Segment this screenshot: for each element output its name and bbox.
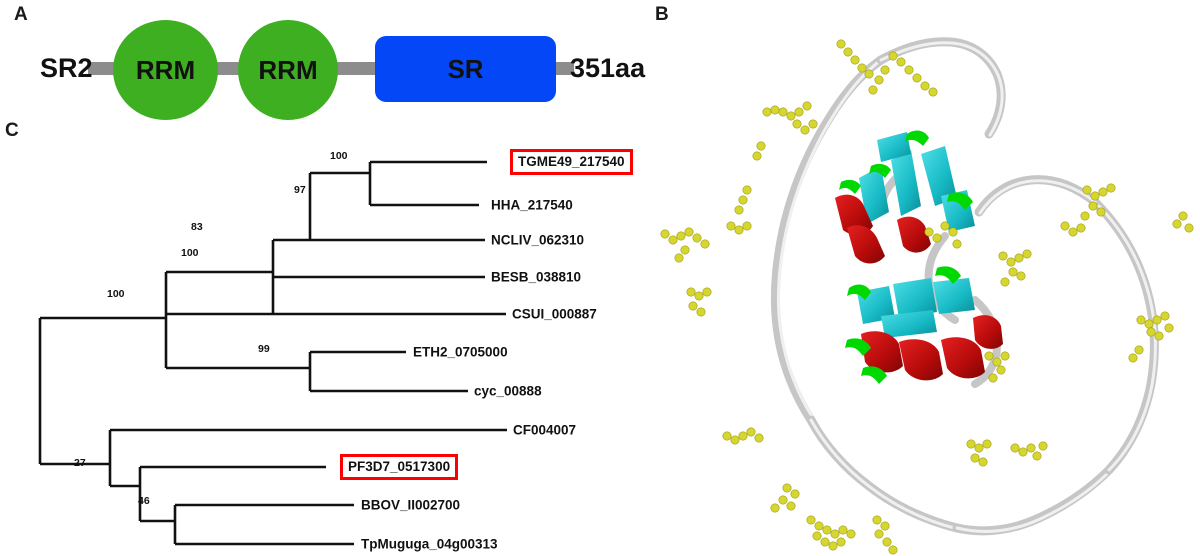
tip-label-cyc[interactable]: cyc_00888	[474, 383, 542, 399]
tip-label-cf004007[interactable]: CF004007	[513, 422, 577, 438]
domain-rrm-1-label: RRM	[135, 54, 196, 85]
bootstrap-node-100-upper: 100	[181, 247, 199, 259]
tree-branches	[38, 160, 507, 546]
rrm2-core	[845, 266, 1003, 384]
bootstrap-node-97: 97	[294, 184, 306, 196]
c-terminus-label: 351aa	[570, 53, 646, 83]
bootstrap-node-root-100: 100	[107, 288, 125, 300]
bootstrap-node-99: 99	[258, 343, 270, 355]
panel-b-structure	[645, 0, 1200, 556]
structure-cartoon	[660, 37, 1194, 555]
tip-label-pf3d7[interactable]: PF3D7_0517300	[340, 454, 459, 480]
domain-sr-label: SR	[447, 53, 484, 84]
bootstrap-node-27: 27	[74, 457, 86, 469]
rrm1-core	[835, 130, 975, 264]
domain-rrm-2: RRM	[238, 20, 338, 120]
panel-c-phylogenetic-tree: 100 97 83 100 99 100 27 46 TGME49_217540…	[0, 128, 660, 556]
tip-label-tpmuguga[interactable]: TpMuguga_04g00313	[361, 536, 498, 552]
domain-rrm-1: RRM	[113, 20, 218, 120]
tip-label-bbov[interactable]: BBOV_II002700	[361, 497, 461, 513]
side-chain-residues	[660, 39, 1194, 555]
bootstrap-node-tgme49-hha: 100	[330, 150, 348, 162]
panel-label-b: B	[655, 4, 669, 25]
backbone-segment-3	[333, 62, 381, 75]
bootstrap-node-83: 83	[191, 221, 203, 233]
bootstrap-node-46: 46	[138, 495, 150, 507]
panel-a-domain-architecture: SR2 RRM RRM SR 351aa	[0, 0, 660, 128]
backbone-segment-4	[552, 62, 574, 75]
domain-rrm-2-label: RRM	[258, 54, 318, 85]
tip-label-ncliv[interactable]: NCLIV_062310	[491, 232, 585, 248]
tip-label-csui[interactable]: CSUI_000887	[512, 306, 597, 322]
domain-sr: SR	[375, 36, 556, 102]
panel-label-a: A	[14, 4, 28, 25]
tip-label-tgme49[interactable]: TGME49_217540	[510, 149, 633, 175]
tip-label-hha[interactable]: HHA_217540	[491, 197, 573, 213]
tip-label-besb[interactable]: BESB_038810	[491, 269, 582, 285]
panel-label-c: C	[5, 120, 19, 141]
n-terminus-label: SR2	[40, 53, 93, 83]
tip-label-eth2[interactable]: ETH2_0705000	[413, 344, 508, 360]
